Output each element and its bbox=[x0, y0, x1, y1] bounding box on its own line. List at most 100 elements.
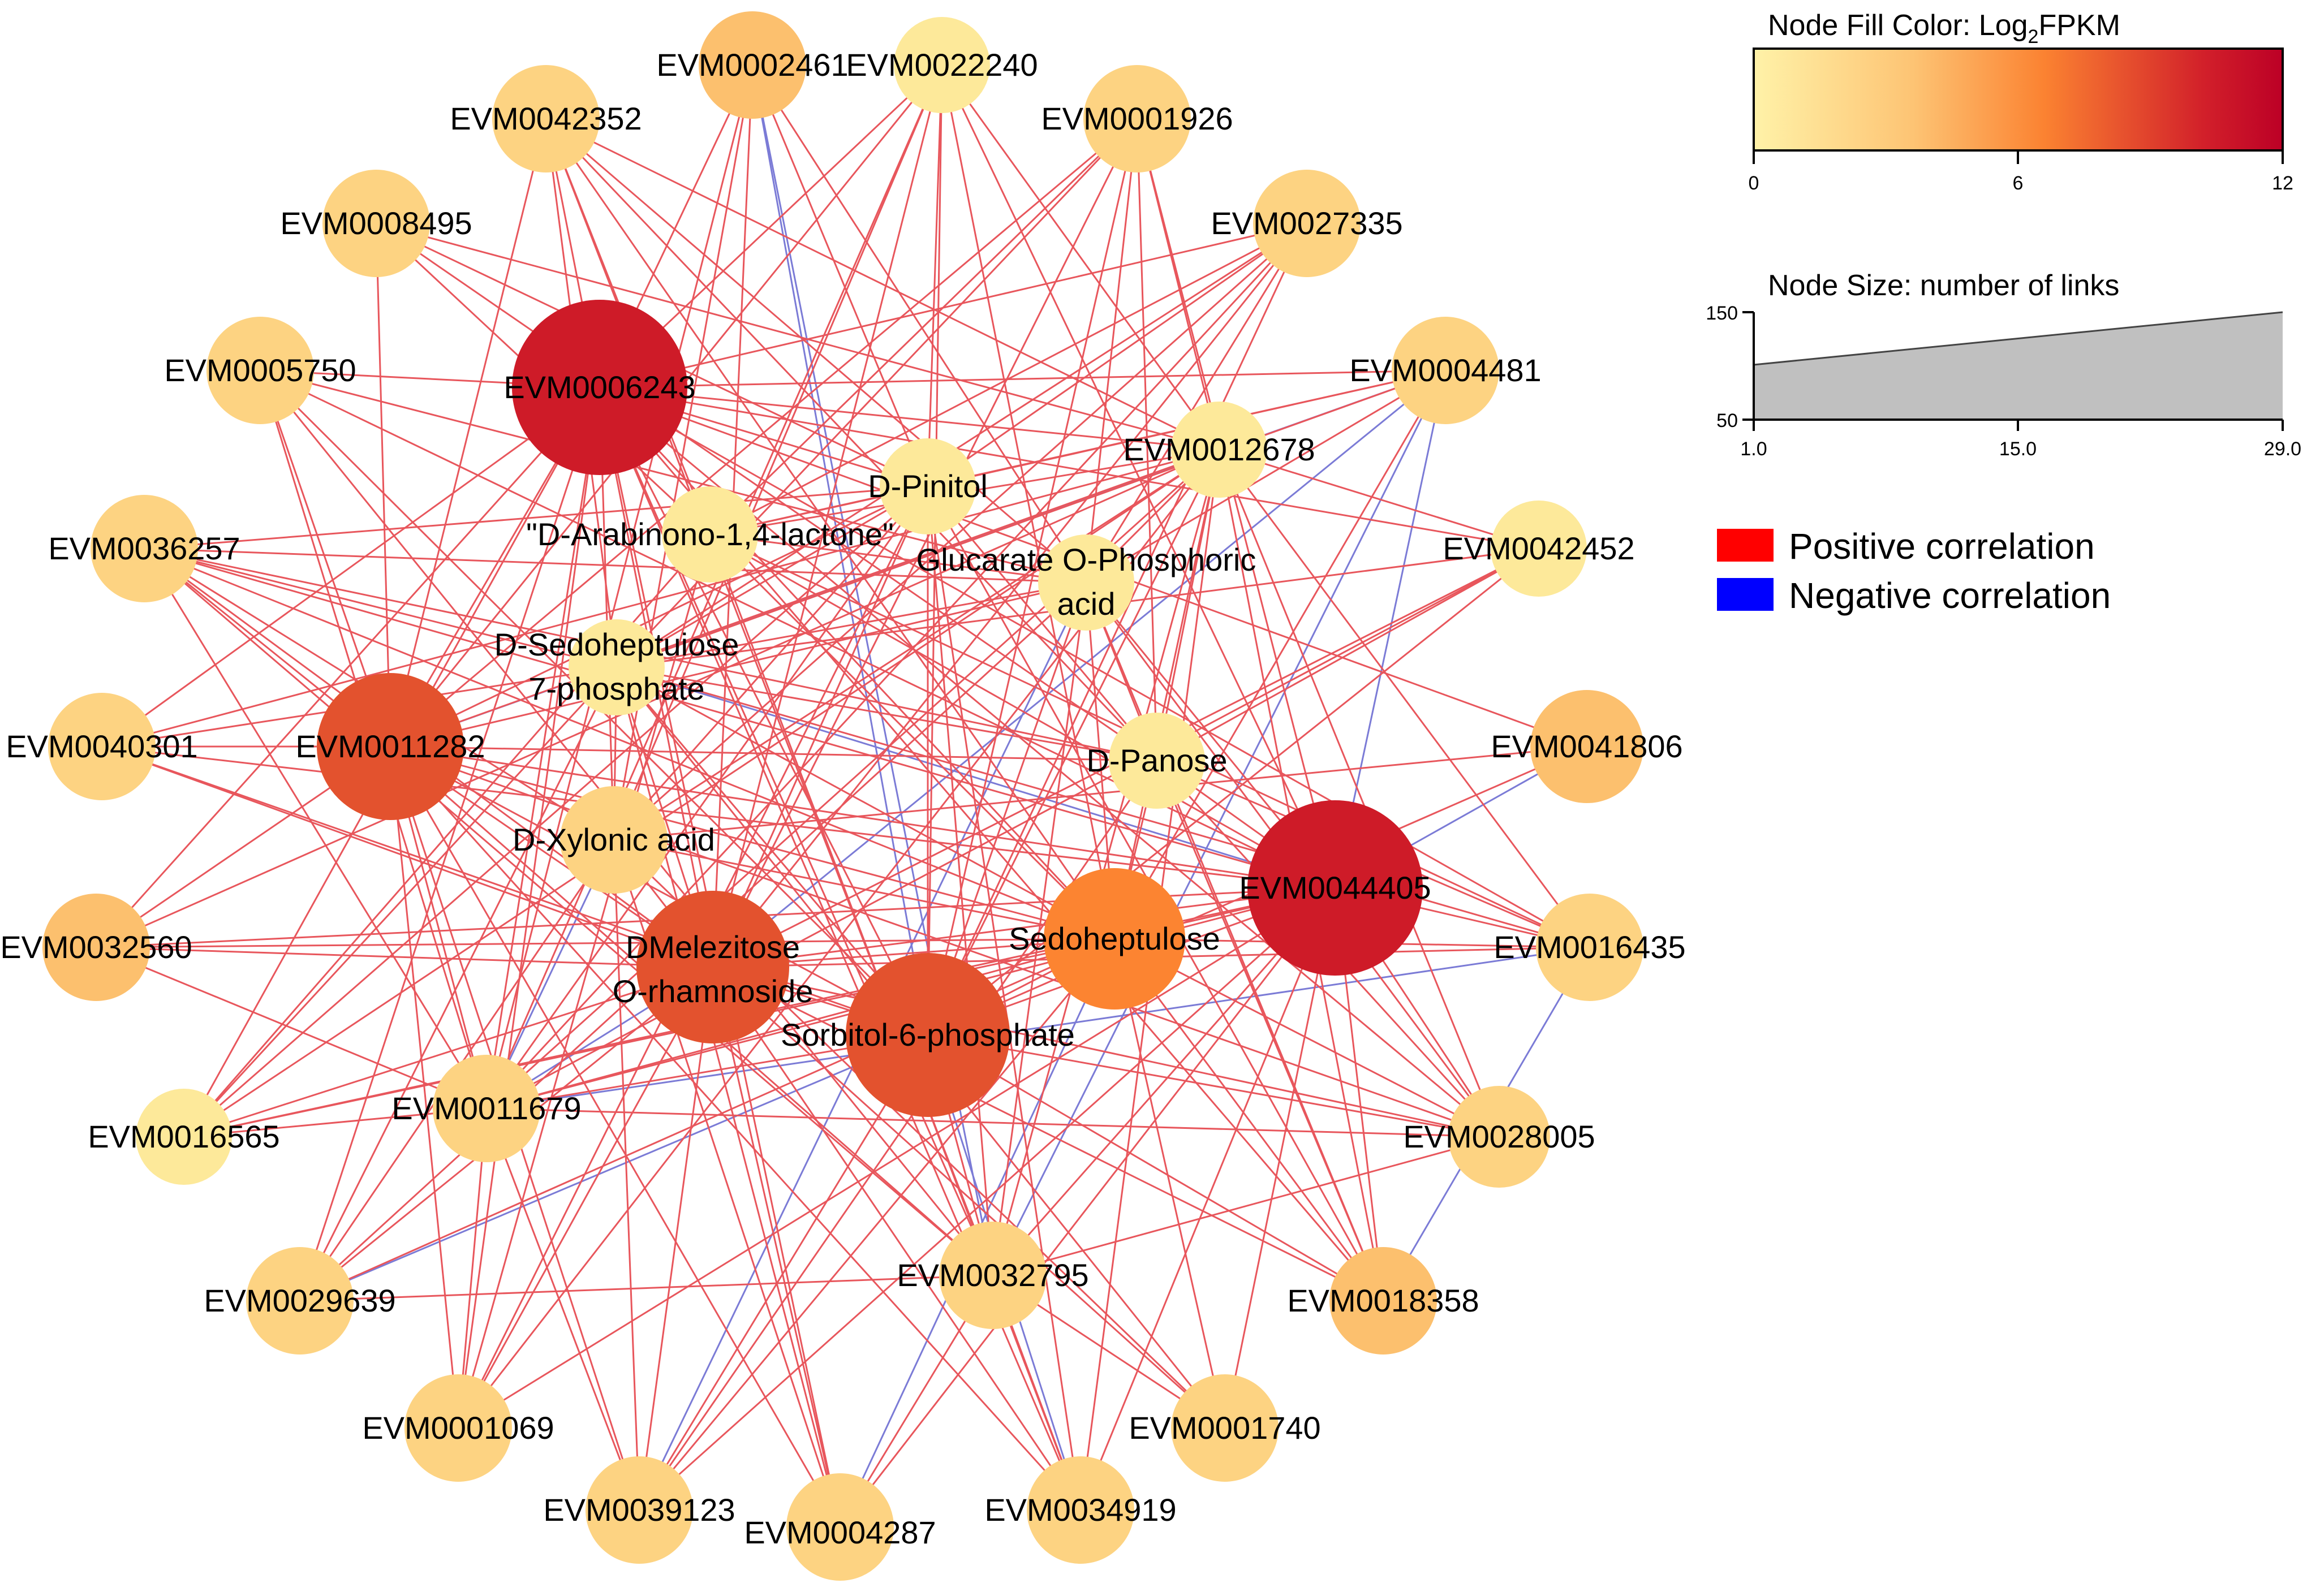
network-node[interactable]: EVM0029639 bbox=[204, 1247, 396, 1355]
node-circle[interactable] bbox=[894, 17, 990, 113]
node-circle[interactable] bbox=[404, 1374, 512, 1482]
network-node[interactable]: EVM0040301 bbox=[6, 693, 198, 800]
node-circle[interactable] bbox=[586, 1456, 693, 1564]
node-circle[interactable] bbox=[1027, 1456, 1134, 1564]
node-circle[interactable] bbox=[1044, 868, 1185, 1010]
node-label: EVM0036257 bbox=[48, 530, 240, 566]
network-node[interactable]: EVM0011679 bbox=[391, 1055, 582, 1162]
positive-correlation-swatch bbox=[1717, 529, 1774, 562]
node-circle[interactable] bbox=[1392, 317, 1499, 424]
network-node[interactable]: "D-Arabinono-1,4-lactone" bbox=[526, 486, 894, 583]
node-circle[interactable] bbox=[846, 953, 1010, 1117]
node-label: EVM0004481 bbox=[1349, 352, 1541, 388]
network-node[interactable]: EVM0044405 bbox=[1239, 800, 1431, 976]
network-node[interactable]: EVM0034919 bbox=[984, 1456, 1177, 1564]
fill-color-legend: Node Fill Color: Log2FPKM 0 6 12 bbox=[1749, 9, 2293, 194]
network-node[interactable]: D-Xylonic acid bbox=[513, 786, 715, 894]
network-node[interactable]: EVM0006243 bbox=[503, 300, 696, 475]
network-node[interactable]: EVM0011282 bbox=[295, 673, 485, 820]
node-label: EVM0008495 bbox=[280, 205, 472, 241]
network-node[interactable]: D-Panose bbox=[1086, 713, 1228, 809]
network-node[interactable]: EVM0004287 bbox=[744, 1473, 936, 1581]
network-node[interactable]: EVM0042352 bbox=[450, 65, 642, 172]
network-node[interactable]: EVM0005750 bbox=[164, 317, 356, 424]
node-circle[interactable] bbox=[636, 891, 789, 1043]
node-circle[interactable] bbox=[786, 1473, 894, 1581]
positive-correlation-edge bbox=[1156, 547, 1539, 762]
network-node[interactable]: EVM0039123 bbox=[543, 1456, 735, 1564]
positive-correlation-edge bbox=[992, 449, 1220, 1276]
network-node[interactable]: EVM0001069 bbox=[362, 1374, 554, 1482]
node-circle[interactable] bbox=[1038, 534, 1134, 631]
positive-correlation-edge bbox=[1136, 118, 1336, 888]
network-node[interactable]: EVM0016565 bbox=[88, 1089, 280, 1185]
network-node[interactable]: Sedoheptulose bbox=[1009, 868, 1220, 1010]
node-label: D-Xylonic acid bbox=[513, 822, 715, 857]
node-circle[interactable] bbox=[1530, 690, 1643, 803]
node-circle[interactable] bbox=[1536, 894, 1643, 1001]
node-label: EVM0004287 bbox=[744, 1515, 936, 1550]
positive-correlation-edge bbox=[992, 1136, 1500, 1276]
network-node[interactable]: EVM0041806 bbox=[1491, 690, 1683, 803]
node-circle[interactable] bbox=[136, 1089, 232, 1185]
node-circle[interactable] bbox=[48, 693, 156, 800]
node-circle[interactable] bbox=[1083, 65, 1191, 172]
node-circle[interactable] bbox=[317, 673, 464, 820]
network-node[interactable]: EVM0012678 bbox=[1123, 402, 1315, 498]
node-circle[interactable] bbox=[1253, 170, 1361, 277]
network-node[interactable]: EVM0008495 bbox=[280, 170, 472, 277]
positive-correlation-edge bbox=[613, 839, 640, 1511]
positive-correlation-edge bbox=[927, 486, 1158, 761]
network-node[interactable]: EVM0036257 bbox=[48, 495, 240, 602]
node-circle[interactable] bbox=[492, 65, 600, 172]
node-circle[interactable] bbox=[560, 786, 668, 894]
node-circle[interactable] bbox=[91, 495, 198, 602]
positive-correlation-edge bbox=[613, 448, 1220, 841]
network-node[interactable]: EVM0022240 bbox=[846, 17, 1038, 113]
network-node[interactable]: Sorbitol-6-phosphate bbox=[781, 953, 1075, 1117]
node-circle[interactable] bbox=[569, 619, 665, 715]
node-circle[interactable] bbox=[1109, 713, 1205, 809]
node-circle[interactable] bbox=[1171, 1374, 1279, 1482]
node-circle[interactable] bbox=[939, 1222, 1047, 1329]
node-circle[interactable] bbox=[433, 1055, 540, 1162]
network-node[interactable]: D-Pinitol bbox=[868, 438, 988, 534]
node-circle[interactable] bbox=[322, 170, 430, 277]
positive-correlation-edge bbox=[96, 938, 1115, 948]
node-circle[interactable] bbox=[42, 894, 150, 1001]
node-circle[interactable] bbox=[1491, 501, 1587, 597]
network-node[interactable]: EVM0002461 bbox=[656, 11, 849, 119]
positive-correlation-edge bbox=[376, 222, 1157, 762]
positive-correlation-edge bbox=[390, 745, 928, 1036]
network-node[interactable]: EVM0004481 bbox=[1349, 317, 1542, 424]
network-node[interactable]: EVM0032795 bbox=[897, 1222, 1089, 1329]
network-node[interactable]: EVM0001926 bbox=[1041, 65, 1233, 172]
node-circle[interactable] bbox=[1329, 1247, 1437, 1355]
network-node[interactable]: EVM0018358 bbox=[1287, 1247, 1479, 1355]
network-node[interactable]: EVM0016435 bbox=[1493, 894, 1686, 1001]
positive-correlation-edge bbox=[927, 1034, 1384, 1302]
positive-correlation-edge bbox=[376, 222, 1220, 451]
node-circle[interactable] bbox=[1247, 800, 1423, 976]
node-circle[interactable] bbox=[699, 11, 806, 119]
node-circle[interactable] bbox=[246, 1247, 354, 1355]
size-legend-title: Node Size: number of links bbox=[1768, 269, 2119, 302]
node-circle[interactable] bbox=[512, 300, 687, 475]
positive-correlation-edge bbox=[712, 223, 1308, 968]
network-node[interactable]: EVM0042452 bbox=[1443, 501, 1635, 597]
node-circle[interactable] bbox=[662, 486, 758, 583]
node-circle[interactable] bbox=[206, 317, 314, 424]
node-circle[interactable] bbox=[1448, 1086, 1550, 1188]
positive-correlation-edge bbox=[712, 966, 1384, 1302]
network-node[interactable]: EVM0001740 bbox=[1129, 1374, 1321, 1482]
network-node[interactable]: EVM0028005 bbox=[1403, 1086, 1595, 1188]
network-node[interactable]: EVM0027335 bbox=[1211, 170, 1403, 277]
node-circle[interactable] bbox=[880, 438, 976, 534]
network-node[interactable]: EVM0032560 bbox=[0, 894, 192, 1001]
node-circle[interactable] bbox=[1171, 402, 1267, 498]
positive-correlation-edge bbox=[712, 967, 841, 1528]
